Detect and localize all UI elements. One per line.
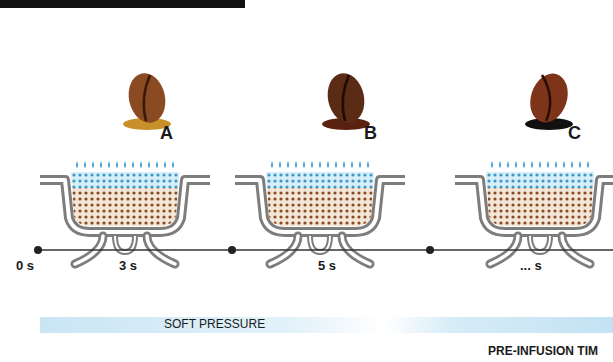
phase-label: SOFT PRESSURE bbox=[164, 318, 265, 331]
header-bar bbox=[0, 0, 245, 8]
portafilter bbox=[40, 161, 210, 264]
timeline-dot bbox=[426, 246, 434, 254]
timeline-dot bbox=[34, 246, 42, 254]
bean-label: C bbox=[568, 124, 581, 144]
phase-label: PRE-INFUSION TIM bbox=[488, 345, 598, 358]
bean-c bbox=[524, 69, 574, 130]
bean-b bbox=[322, 70, 370, 130]
bean-label: B bbox=[364, 124, 377, 144]
time-label: 0 s bbox=[16, 259, 34, 273]
time-label: ... s bbox=[520, 259, 542, 273]
pressure-band bbox=[40, 317, 613, 333]
time-label: 5 s bbox=[318, 259, 336, 273]
bean-label: A bbox=[160, 124, 173, 144]
timeline bbox=[38, 249, 613, 251]
portafilter bbox=[455, 161, 613, 264]
timeline-dot bbox=[228, 246, 236, 254]
time-label: 3 s bbox=[119, 259, 137, 273]
bean-a bbox=[123, 70, 171, 130]
portafilter bbox=[235, 161, 405, 264]
